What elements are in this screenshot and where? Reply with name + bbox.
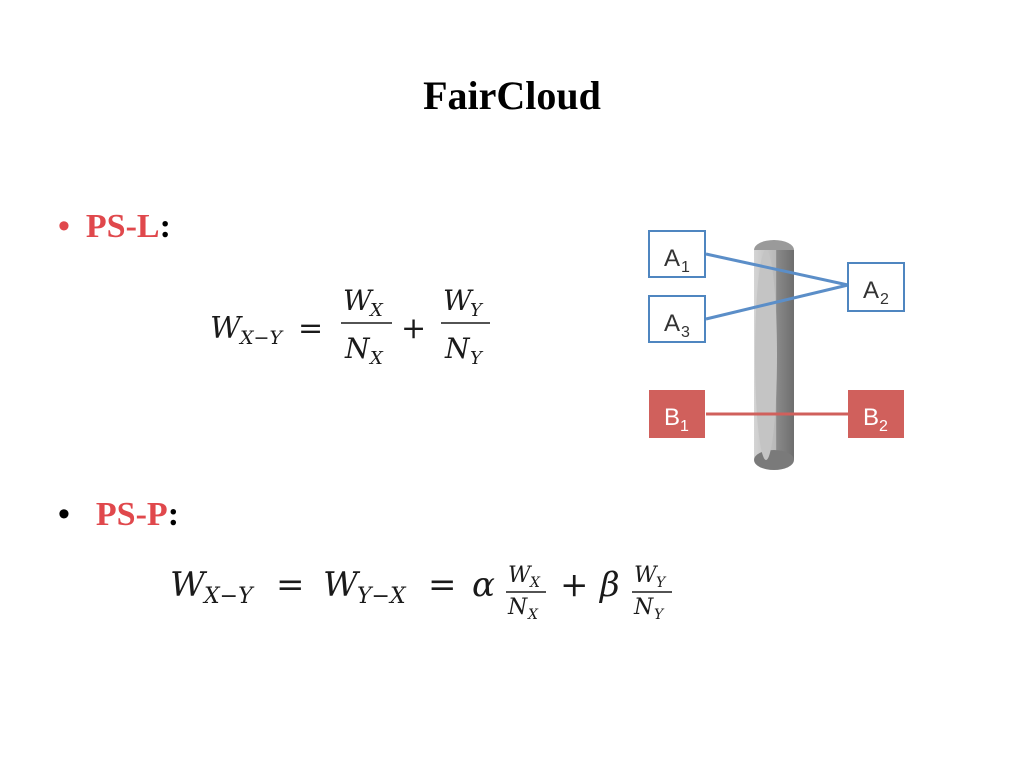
bullet-colon: : (167, 496, 180, 533)
psl-t1-num-sub: X (368, 300, 384, 321)
node-b2-letter: B (863, 404, 879, 431)
node-a3-sub: 3 (681, 324, 690, 341)
link-a3-a2 (705, 283, 849, 321)
bullet-marker: • (58, 495, 70, 533)
bullet-marker: • (58, 207, 70, 245)
psl-t2-den: N (444, 332, 471, 365)
switch-disk (754, 240, 794, 470)
node-b2: B 2 (848, 390, 904, 438)
psp-t2-den-sub: Y (654, 607, 665, 623)
node-a2: A 2 (847, 262, 905, 312)
node-a2-letter: A (863, 277, 879, 304)
psp-t2-num-sub: Y (656, 575, 667, 591)
node-b1: B 1 (649, 390, 705, 438)
psl-lhs: W (210, 311, 243, 346)
psp-t2-den: N (633, 595, 654, 620)
link-a1-a2 (705, 252, 849, 287)
psl-t1-den: N (344, 332, 371, 365)
psp-lhs-sub: X−Y (202, 584, 255, 609)
psp-lhs: W (170, 565, 208, 605)
psp-alpha: α (472, 565, 495, 605)
psl-t2-den-sub: Y (470, 348, 484, 369)
node-a1: A 1 (648, 230, 706, 278)
psp-t2-num: W (634, 563, 659, 588)
node-a1-sub: 1 (681, 259, 690, 276)
psp-mid-sub: Y−X (357, 584, 407, 609)
psp-t1-num-sub: X (529, 575, 541, 591)
psp-t1-den-sub: X (527, 607, 539, 623)
node-b1-sub: 1 (680, 418, 689, 435)
node-a3-letter: A (664, 310, 680, 337)
psl-t2-num-sub: Y (470, 300, 484, 321)
bullet-ps-p: • PS-P: (58, 494, 179, 535)
psp-t1-num: W (508, 563, 533, 588)
psl-t1-den-sub: X (368, 348, 384, 369)
bullet-label-ps-l: PS-L (85, 208, 160, 245)
bullet-colon: : (159, 208, 171, 245)
node-a2-sub: 2 (880, 291, 889, 308)
slide-title: FairCloud (423, 73, 601, 118)
psp-beta: β (598, 565, 620, 605)
psp-equals-1: = (276, 565, 305, 605)
psl-lhs-sub: X−Y (238, 327, 284, 349)
node-a1-letter: A (664, 245, 680, 272)
node-b1-letter: B (664, 404, 680, 431)
psp-plus: + (560, 565, 589, 605)
psl-plus: + (401, 311, 426, 346)
psp-t1-den: N (507, 595, 528, 620)
psl-t1-num: W (343, 284, 374, 317)
bullet-label-ps-p: PS-P (95, 496, 168, 533)
psl-t2-num: W (443, 284, 474, 317)
node-a3: A 3 (648, 295, 706, 343)
psl-equals: = (298, 311, 323, 346)
bullet-ps-l: • PS-L: (58, 206, 171, 247)
node-b2-sub: 2 (879, 418, 888, 435)
psp-mid: W (323, 565, 361, 605)
psp-equals-2: = (428, 565, 457, 605)
